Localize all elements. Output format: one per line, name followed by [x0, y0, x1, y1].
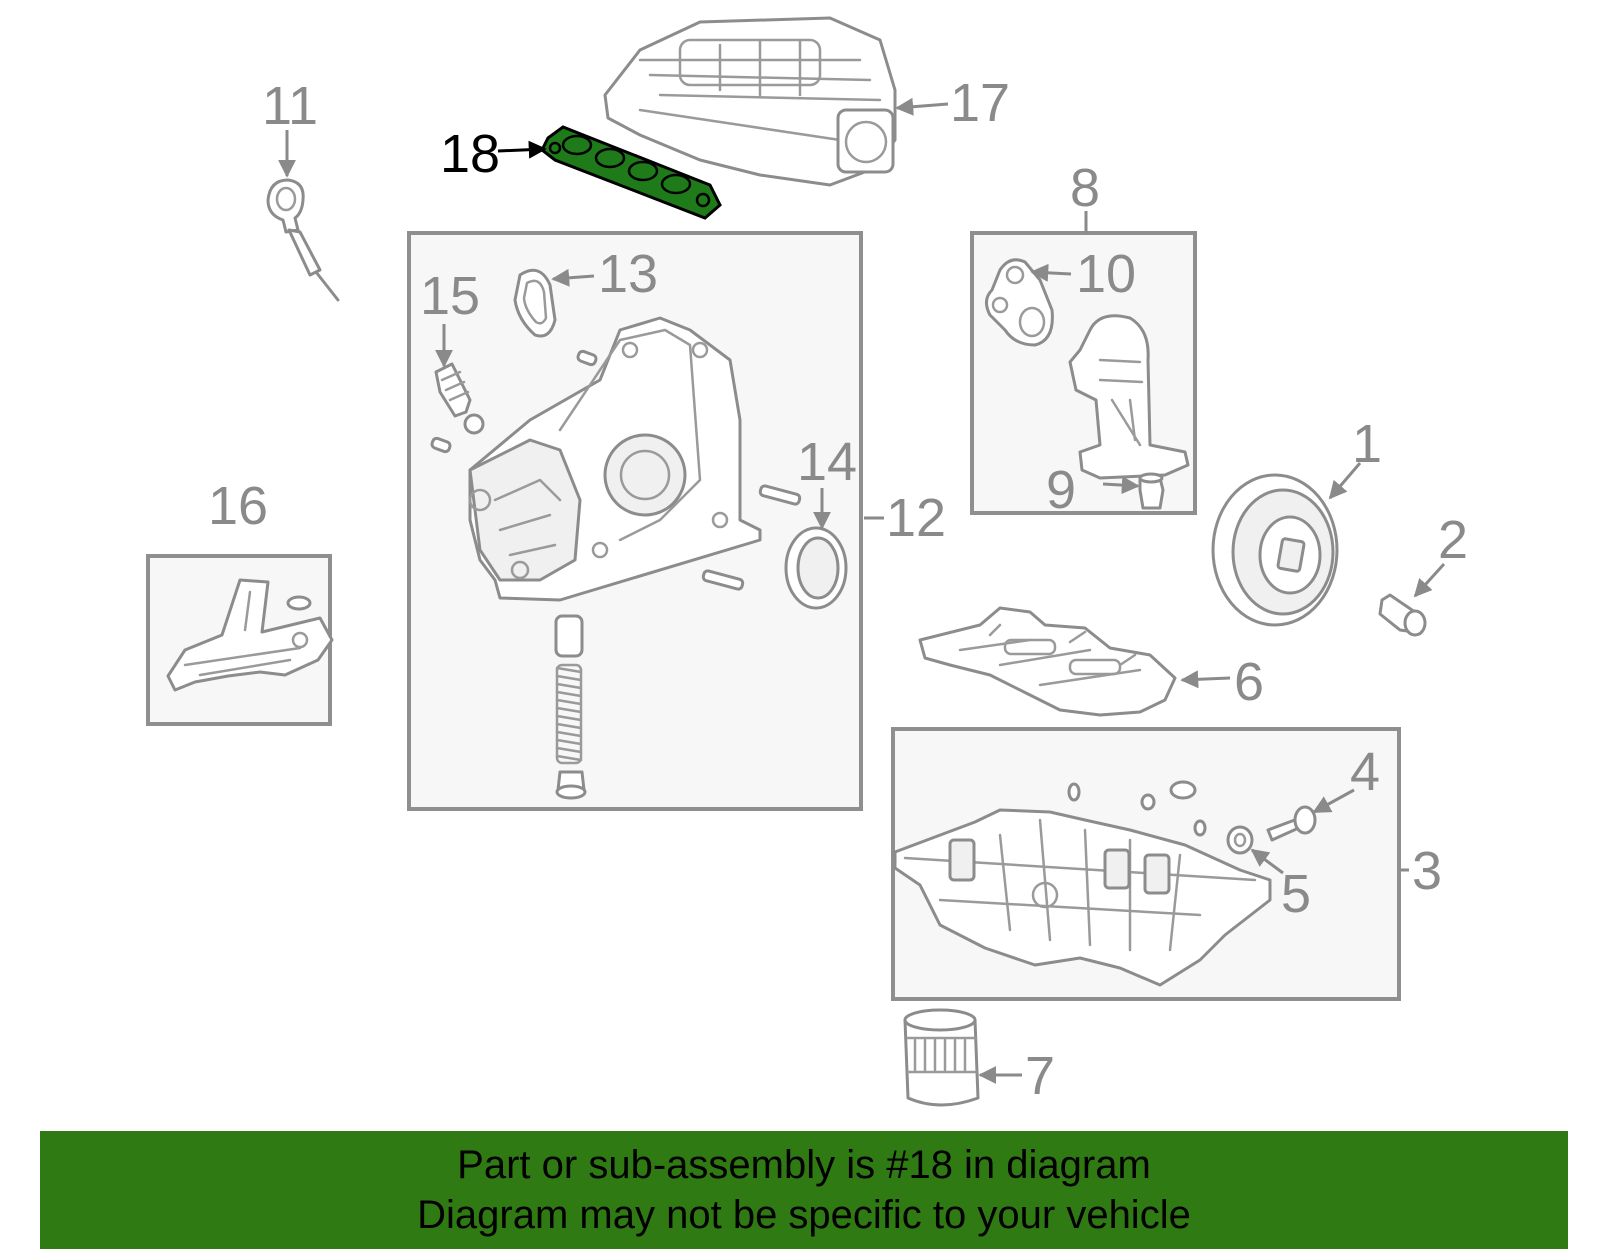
crankshaft-pulley-part-1 [1211, 473, 1339, 627]
callout-2: 2 [1438, 510, 1468, 570]
callout-4: 4 [1350, 742, 1380, 802]
oil-pan-part-3 [893, 780, 1272, 987]
callout-1: 1 [1352, 414, 1382, 474]
drain-bolt-part-4 [1266, 805, 1317, 842]
banner-line-2: Diagram may not be specific to your vehi… [417, 1193, 1191, 1237]
callout-6: 6 [1234, 652, 1264, 712]
banner-line-1: Part or sub-assembly is #18 in diagram [457, 1143, 1151, 1187]
gasket-part-18 [540, 125, 722, 220]
gasket-part-13 [513, 268, 557, 338]
callout-18: 18 [440, 124, 500, 184]
callout-12: 12 [886, 488, 946, 548]
oil-seal-part-14 [784, 526, 848, 610]
pulley-bolt-part-2 [1378, 593, 1427, 637]
info-banner: Part or sub-assembly is #18 in diagram D… [40, 1131, 1568, 1249]
callout-10: 10 [1076, 244, 1136, 304]
callout-14: 14 [797, 432, 857, 492]
dipstick-part-11 [266, 178, 340, 302]
drain-plug-part-9 [1138, 472, 1165, 510]
baffle-plate-part-6 [918, 606, 1177, 717]
callout-5: 5 [1281, 864, 1311, 924]
baffle-part-16 [166, 578, 334, 692]
callout-7: 7 [1025, 1046, 1055, 1106]
leader-lines [278, 97, 1446, 1084]
intake-manifold-part-17 [603, 16, 897, 187]
callout-17: 17 [950, 73, 1010, 133]
oil-filter-part-7 [903, 1008, 980, 1107]
callout-8: 8 [1070, 158, 1100, 218]
callout-9: 9 [1046, 460, 1076, 520]
callout-15: 15 [420, 266, 480, 326]
oil-pump-part-12 [430, 316, 802, 800]
callout-11: 11 [262, 76, 318, 136]
callout-3: 3 [1412, 841, 1442, 901]
washer-part-5 [1226, 825, 1254, 855]
callout-16: 16 [208, 476, 268, 536]
callout-13: 13 [598, 244, 658, 304]
oil-filter-housing-part-8 [1068, 314, 1190, 480]
